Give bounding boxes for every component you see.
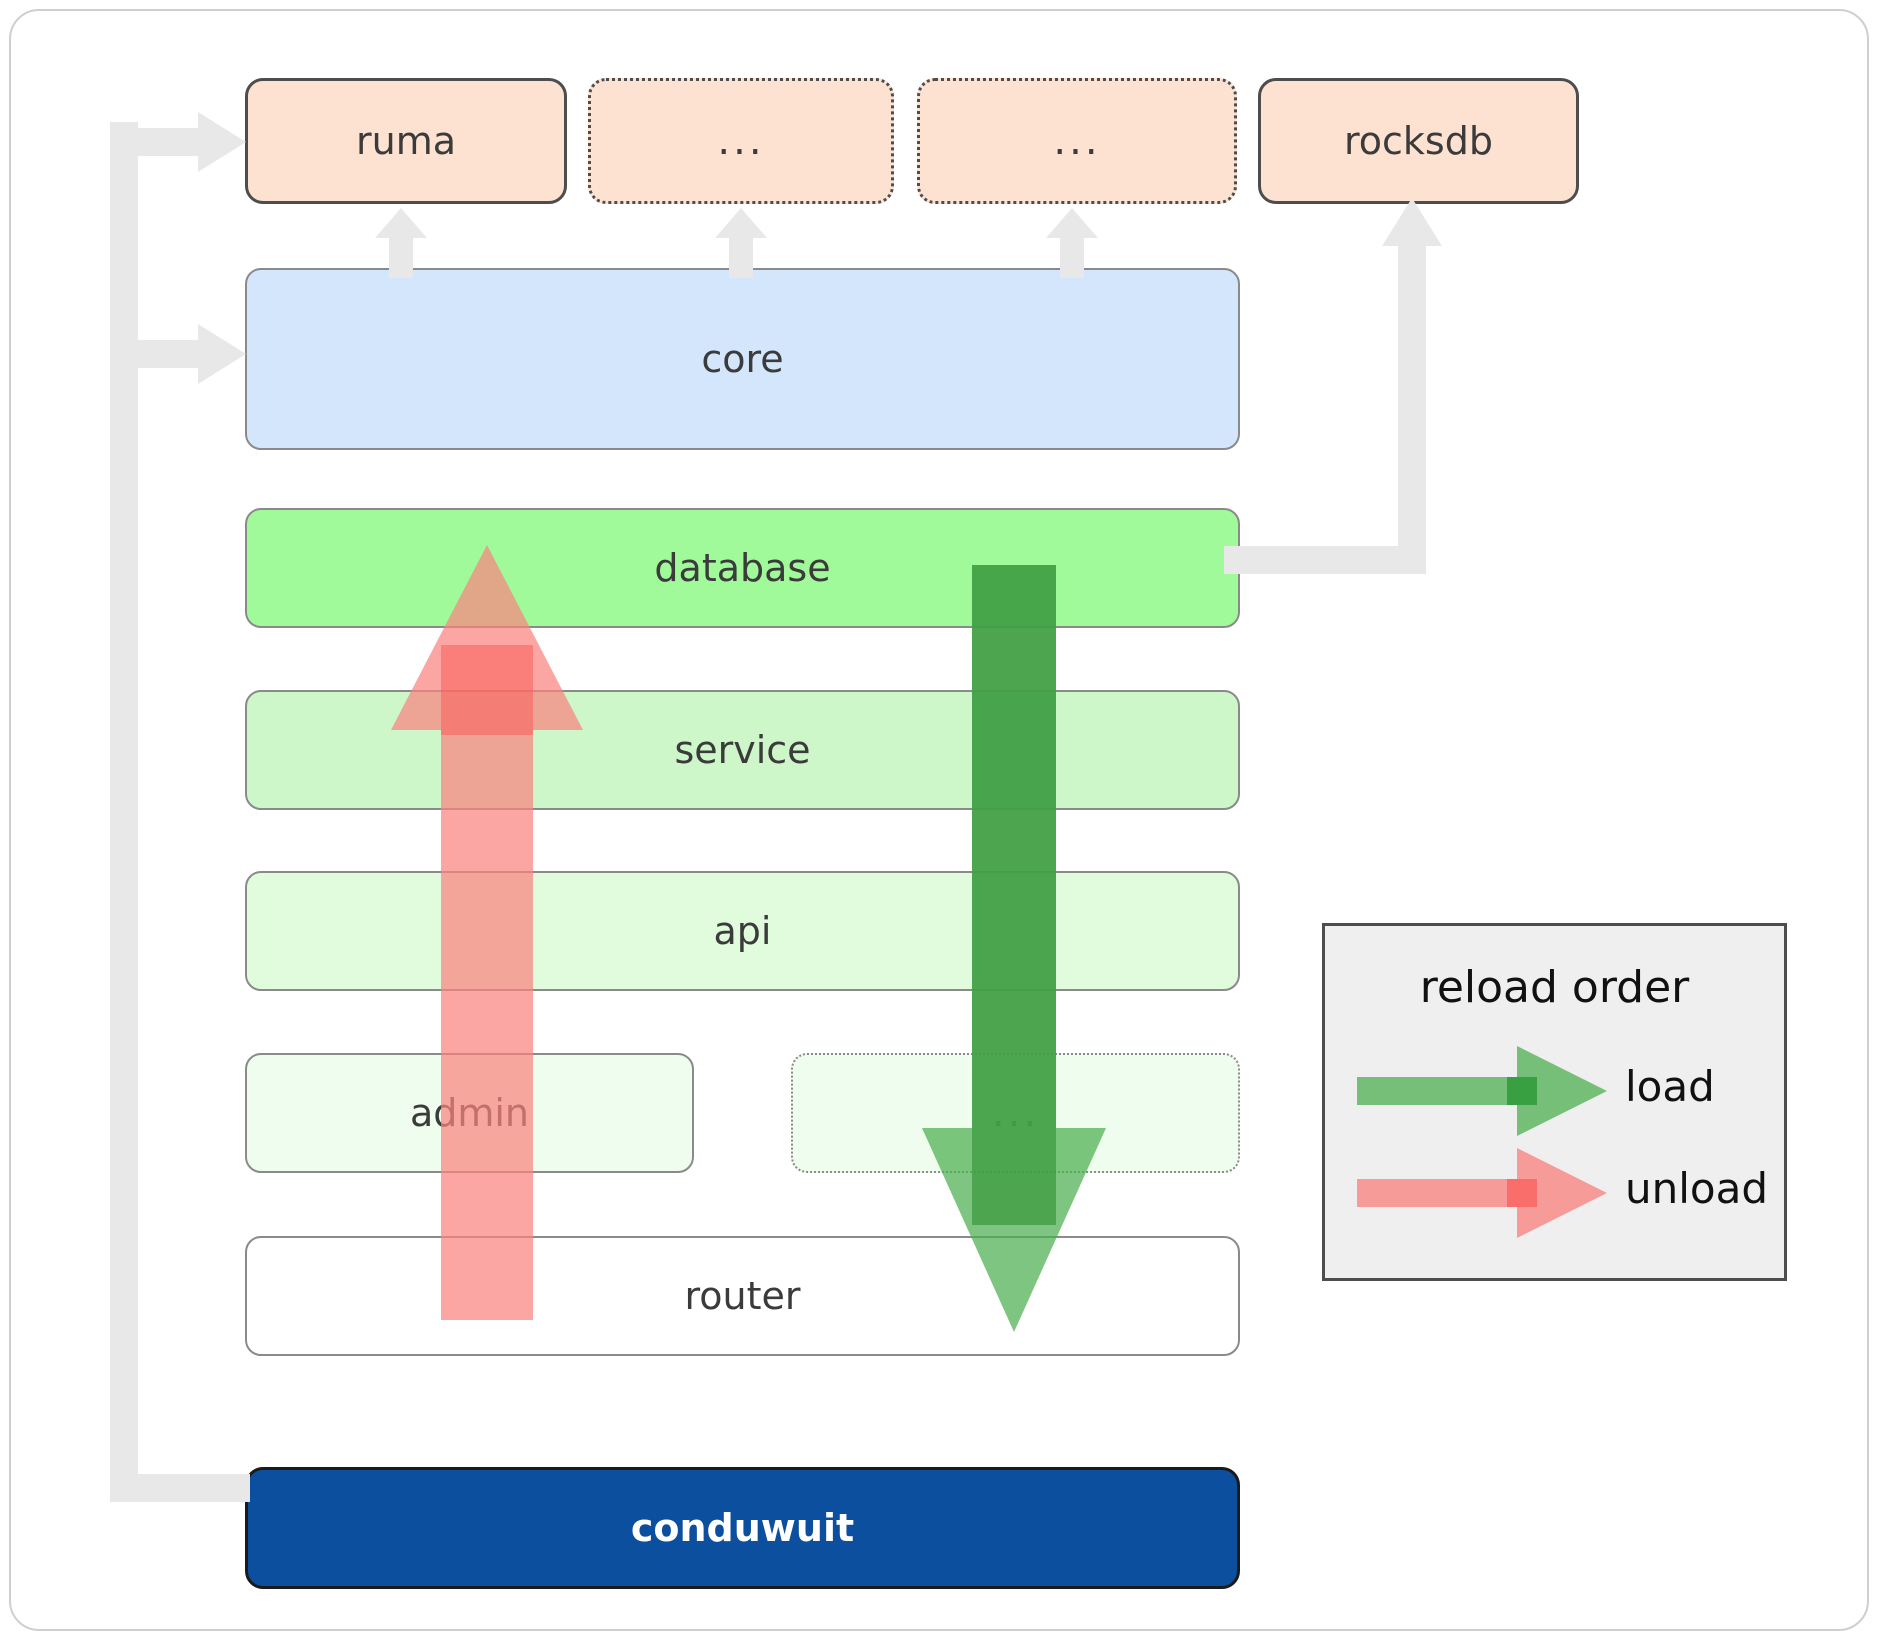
layer-box-admin[interactable]: admin [245,1053,694,1173]
layer-box-router[interactable]: router [245,1236,1240,1356]
layer-box-service[interactable]: service [245,690,1240,810]
layer-label-api: api [713,909,772,953]
legend-row-load: load [1325,1046,1784,1136]
layer-label-admin: admin [409,1091,530,1135]
legend-load-arrow-icon [1357,1046,1607,1136]
layer-box-more[interactable]: ... [791,1053,1240,1173]
layer-box-database[interactable]: database [245,508,1240,628]
legend-label-load: load [1625,1062,1715,1111]
legend-label-unload: unload [1625,1164,1769,1213]
layer-label-more: ... [991,1090,1040,1136]
legend-panel: reload order load unload [1322,923,1787,1281]
dependency-label-2: ... [717,118,765,164]
dependency-box-ruma[interactable]: ruma [245,78,567,204]
legend-title: reload order [1419,962,1690,1013]
layer-box-api[interactable]: api [245,871,1240,991]
layer-label-database: database [654,546,831,590]
binary-box-conduwuit[interactable]: conduwuit [245,1467,1240,1589]
layer-label-router: router [684,1274,801,1318]
dependency-box-3[interactable]: ... [917,78,1237,204]
layer-label-service: service [674,728,811,772]
dependency-label-ruma: ruma [355,119,456,163]
dependency-box-2[interactable]: ... [588,78,894,204]
layer-label-core: core [701,337,784,381]
dependency-box-rocksdb[interactable]: rocksdb [1258,78,1579,204]
legend-row-unload: unload [1325,1148,1784,1238]
dependency-label-rocksdb: rocksdb [1344,119,1493,163]
diagram-outer-frame [9,9,1869,1631]
binary-label-conduwuit: conduwuit [630,1506,855,1550]
dependency-label-3: ... [1053,118,1101,164]
layer-box-core[interactable]: core [245,268,1240,450]
legend-unload-arrow-icon [1357,1148,1607,1238]
